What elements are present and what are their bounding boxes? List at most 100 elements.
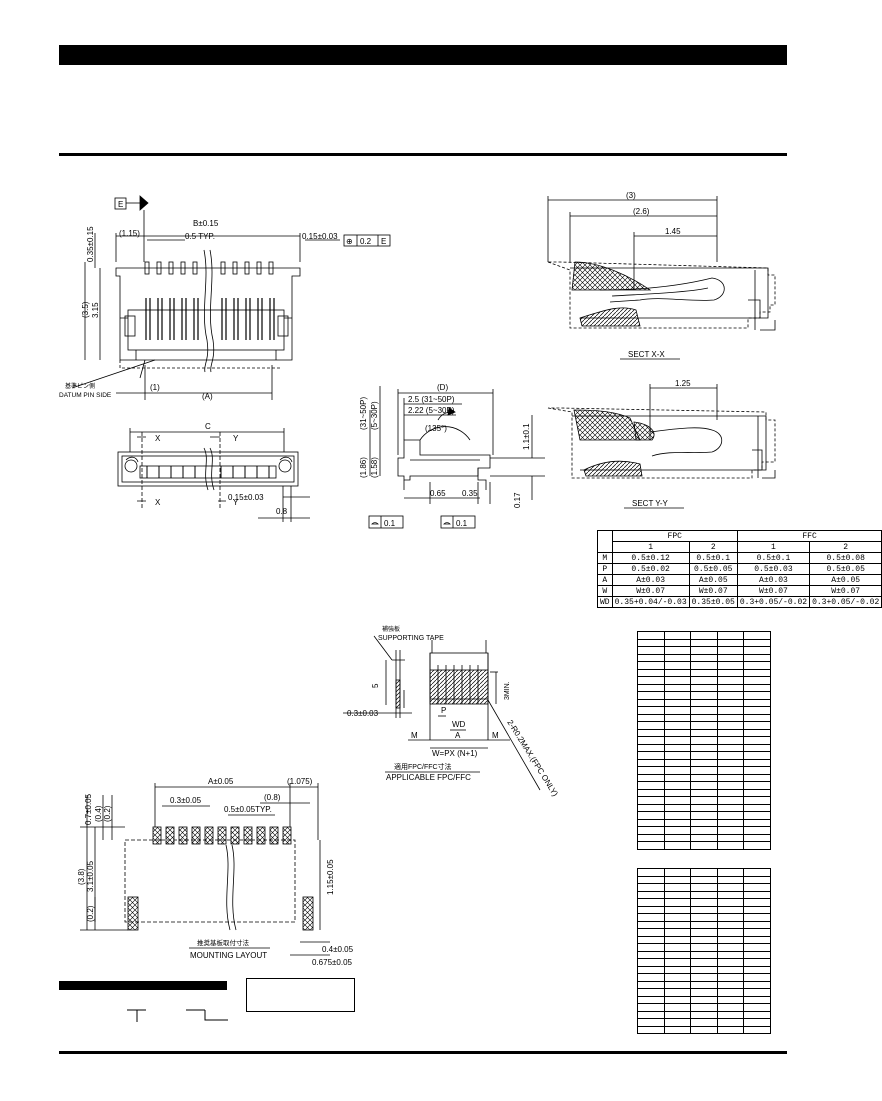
grid-cell xyxy=(690,683,718,692)
grid-cell xyxy=(637,1010,665,1019)
blank-grid-table-2 xyxy=(637,868,771,1034)
mount-dim-3-1: 3.1±0.05 xyxy=(86,860,95,892)
dim-pitch: 0.5 TYP. xyxy=(185,232,215,241)
grid-cell xyxy=(637,683,665,692)
spec-sub: 2 xyxy=(688,541,738,553)
spec-key: WD xyxy=(597,596,613,608)
grid-cell xyxy=(716,683,745,692)
grid-cell xyxy=(663,811,692,820)
label-m2: M xyxy=(492,731,499,740)
grid-cell xyxy=(663,890,692,899)
grid-row xyxy=(637,818,771,827)
grid-cell xyxy=(716,841,745,850)
grid-cell xyxy=(743,736,771,745)
grid-cell xyxy=(637,928,665,937)
grid-cell xyxy=(743,980,771,989)
grid-cell xyxy=(690,638,718,647)
grid-cell xyxy=(743,995,771,1004)
grid-row xyxy=(637,1010,771,1019)
grid-cell xyxy=(663,713,692,722)
grid-cell xyxy=(637,890,665,899)
footer-rule xyxy=(59,1051,787,1054)
grid-cell xyxy=(663,668,692,677)
flatness-1: 0.1 xyxy=(384,519,396,528)
sect-y-label: SECT Y-Y xyxy=(632,499,669,508)
grid-cell xyxy=(690,965,718,974)
mount-dim-1-075: (1.075) xyxy=(287,777,313,786)
grid-cell xyxy=(663,766,692,775)
grid-cell xyxy=(716,758,745,767)
grid-cell xyxy=(637,713,665,722)
dim-0-8: 0.8 xyxy=(276,507,288,516)
mount-dim-0-7: 0.7±0.05 xyxy=(84,793,93,825)
grid-cell xyxy=(716,905,745,914)
grid-cell xyxy=(690,988,718,997)
grid-cell xyxy=(663,661,692,670)
spec-sub: 1 xyxy=(611,541,690,553)
grid-row xyxy=(637,868,771,877)
grid-cell xyxy=(690,811,718,820)
top-view xyxy=(117,428,310,522)
grid-cell xyxy=(716,811,745,820)
grid-cell xyxy=(663,988,692,997)
grid-cell xyxy=(716,721,745,730)
grid-cell xyxy=(743,1003,771,1012)
grid-cell xyxy=(716,898,745,907)
grid-row xyxy=(637,965,771,974)
grid-cell xyxy=(743,781,771,790)
grid-cell xyxy=(743,668,771,677)
grid-cell xyxy=(690,796,718,805)
grid-cell xyxy=(716,890,745,899)
grid-cell xyxy=(743,766,771,775)
grid-cell xyxy=(663,788,692,797)
grid-row xyxy=(637,826,771,835)
grid-row xyxy=(637,646,771,655)
grid-cell xyxy=(743,965,771,974)
grid-row xyxy=(637,728,771,737)
grid-cell xyxy=(716,1010,745,1019)
mount-dim-1-15: 1.15±0.05 xyxy=(326,859,335,895)
side-view xyxy=(368,386,545,529)
grid-cell xyxy=(637,883,665,892)
grid-cell xyxy=(690,833,718,842)
grid-cell xyxy=(743,943,771,952)
grid-cell xyxy=(743,758,771,767)
grid-cell xyxy=(716,965,745,974)
grid-cell xyxy=(690,958,718,967)
grid-cell xyxy=(716,826,745,835)
grid-cell xyxy=(690,758,718,767)
grid-cell xyxy=(690,980,718,989)
grid-cell xyxy=(716,773,745,782)
grid-cell xyxy=(690,818,718,827)
grid-row xyxy=(637,713,771,722)
grid-cell xyxy=(690,1003,718,1012)
grid-cell xyxy=(743,883,771,892)
grid-cell xyxy=(690,728,718,737)
grid-cell xyxy=(690,706,718,715)
grid-cell xyxy=(716,958,745,967)
grid-cell xyxy=(637,818,665,827)
grid-cell xyxy=(690,653,718,662)
dim-3-5: (3.5) xyxy=(81,301,90,318)
grid-cell xyxy=(743,818,771,827)
mount-dim-0-8: (0.8) xyxy=(264,793,281,802)
grid-cell xyxy=(637,646,665,655)
grid-cell xyxy=(663,773,692,782)
grid-cell xyxy=(743,1018,771,1027)
grid-cell xyxy=(690,631,718,640)
grid-cell xyxy=(716,751,745,760)
dim-2-22: 2.22 (5~30P) xyxy=(408,406,455,415)
grid-cell xyxy=(716,1003,745,1012)
dim-0-3: 0.3±0.03 xyxy=(347,709,379,718)
grid-cell xyxy=(690,1025,718,1034)
fpc-view-labels: 補強板 SUPPORTING TAPE 5 0.3±0.03 3MIN. P W… xyxy=(347,625,560,798)
grid-cell xyxy=(716,728,745,737)
grid-cell xyxy=(716,691,745,700)
grid-cell xyxy=(663,631,692,640)
grid-cell xyxy=(637,803,665,812)
mount-dim-0-2: (0.2) xyxy=(103,805,112,822)
grid-cell xyxy=(637,766,665,775)
grid-row xyxy=(637,935,771,944)
grid-cell xyxy=(743,833,771,842)
grid-cell xyxy=(663,721,692,730)
